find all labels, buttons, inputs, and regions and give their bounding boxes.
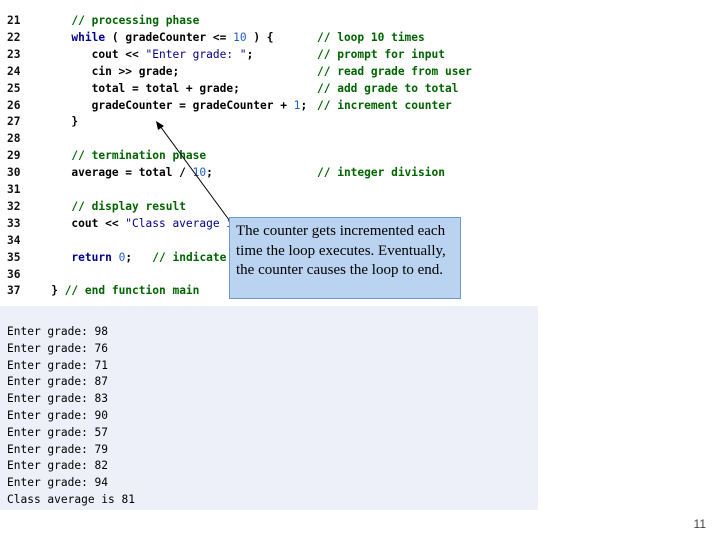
code-line: 28 bbox=[0, 130, 520, 147]
line-number: 22 bbox=[7, 30, 21, 44]
code-line: 24 cin >> grade; // read grade from user bbox=[0, 63, 520, 80]
code-text: } // end function main bbox=[31, 284, 200, 298]
line-number: 28 bbox=[7, 132, 21, 146]
output-line: Enter grade: 57 bbox=[7, 425, 109, 439]
line-number: 24 bbox=[7, 64, 21, 78]
code-text: // display result bbox=[71, 199, 186, 213]
code-line: 21 // processing phase bbox=[0, 12, 520, 29]
code-line: 29 // termination phase bbox=[0, 147, 520, 164]
output-line: Enter grade: 83 bbox=[7, 392, 109, 406]
line-number: 33 bbox=[7, 216, 21, 230]
output-line: Enter grade: 82 bbox=[7, 459, 109, 473]
code-line: 25 total = total + grade; // add grade to… bbox=[0, 80, 520, 97]
line-number: 31 bbox=[7, 183, 21, 196]
code-text: total = total + grade; bbox=[31, 81, 240, 95]
code-text: // termination phase bbox=[71, 149, 207, 163]
code-text: cout << "Enter grade: "; bbox=[31, 47, 254, 61]
line-number: 32 bbox=[7, 199, 21, 213]
line-number: 29 bbox=[7, 149, 21, 163]
code-line: 26 gradeCounter = gradeCounter + 1; // in… bbox=[0, 97, 520, 114]
line-number: 25 bbox=[7, 81, 21, 95]
code-text: return 0; // indicate p bbox=[71, 250, 240, 264]
output-line: Enter grade: 94 bbox=[7, 476, 109, 490]
line-number: 30 bbox=[7, 166, 21, 180]
output-line: Enter grade: 90 bbox=[7, 409, 109, 422]
code-comment: // loop 10 times bbox=[317, 30, 425, 44]
output-line: Enter grade: 71 bbox=[7, 358, 109, 372]
code-comment: // prompt for input bbox=[317, 47, 445, 61]
page-number: 11 bbox=[693, 517, 706, 531]
line-number: 34 bbox=[7, 233, 21, 247]
program-output: Enter grade: 98 Enter grade: 76 Enter grad… bbox=[0, 306, 538, 510]
line-number: 21 bbox=[7, 14, 21, 27]
code-text: cin >> grade; bbox=[31, 64, 180, 78]
code-comment: // increment counter bbox=[317, 98, 452, 112]
code-text: while ( gradeCounter <= 10 ) { bbox=[71, 30, 274, 44]
callout-box: The counter gets incremented each time t… bbox=[229, 217, 461, 299]
output-line: Enter grade: 79 bbox=[7, 442, 109, 456]
code-text: cout << "Class average is bbox=[31, 216, 240, 230]
code-comment: // add grade to total bbox=[317, 81, 459, 95]
code-comment: // integer division bbox=[317, 166, 445, 180]
code-text: average = total / 10; bbox=[31, 166, 213, 180]
line-number: 27 bbox=[7, 115, 21, 129]
code-line: 27 } bbox=[0, 113, 520, 130]
line-number: 26 bbox=[7, 98, 21, 112]
output-line: Enter grade: 87 bbox=[7, 375, 109, 389]
code-line: 31 bbox=[0, 181, 520, 198]
code-comment: // read grade from user bbox=[317, 64, 472, 78]
output-line: Class average is 81 bbox=[7, 493, 135, 506]
line-number: 23 bbox=[7, 47, 21, 61]
line-number: 35 bbox=[7, 250, 21, 264]
code-line: 30 average = total / 10; // integer divis… bbox=[0, 164, 520, 181]
code-line: 34 bbox=[0, 232, 520, 249]
line-number: 37 bbox=[7, 284, 21, 298]
code-line: 37 } // end function main bbox=[0, 282, 520, 299]
code-line: 23 cout << "Enter grade: "; // prompt for… bbox=[0, 46, 520, 63]
output-line: Enter grade: 98 bbox=[7, 325, 109, 338]
line-number: 36 bbox=[7, 267, 21, 281]
code-line: 22 while ( gradeCounter <= 10 ) { // loop… bbox=[0, 29, 520, 46]
code-line: 36 bbox=[0, 266, 520, 283]
code-text: // processing phase bbox=[71, 14, 200, 27]
code-text: gradeCounter = gradeCounter + 1; bbox=[31, 98, 308, 112]
code-line: 32 // display result bbox=[0, 198, 520, 215]
output-line: Enter grade: 76 bbox=[7, 341, 109, 355]
code-text: } bbox=[31, 115, 79, 129]
